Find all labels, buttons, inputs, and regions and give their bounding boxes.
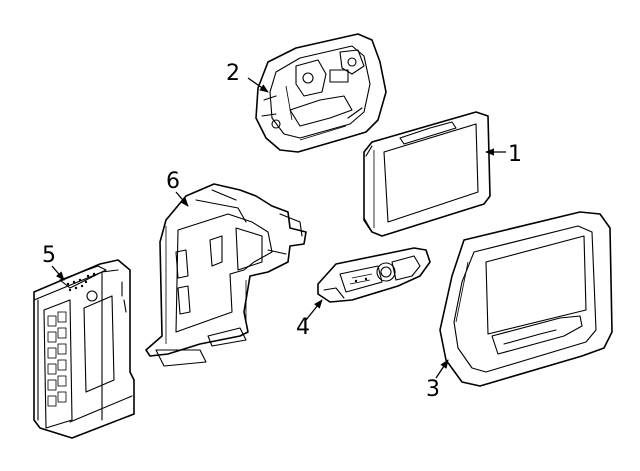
part-4-control-panel (317, 247, 431, 303)
leader-lines (51, 77, 506, 379)
callout-5: 5 (42, 243, 56, 268)
part-3-bezel-trim (439, 211, 613, 387)
callout-6: 6 (166, 169, 180, 194)
leader-6 (175, 191, 189, 207)
callout-4: 4 (296, 315, 310, 340)
leader-5 (51, 265, 65, 281)
leader-2 (247, 77, 269, 93)
part-1-display-screen (363, 111, 491, 237)
callout-3: 3 (426, 377, 440, 402)
callout-labels: 1 2 3 4 5 6 (42, 61, 522, 402)
leader-3 (435, 359, 449, 379)
callout-2: 2 (226, 61, 240, 86)
part-5-control-module (33, 259, 135, 439)
leader-4 (305, 299, 323, 321)
callout-1: 1 (508, 142, 522, 167)
part-2-bracket (255, 33, 387, 153)
part-6-mounting-frame (145, 183, 307, 367)
